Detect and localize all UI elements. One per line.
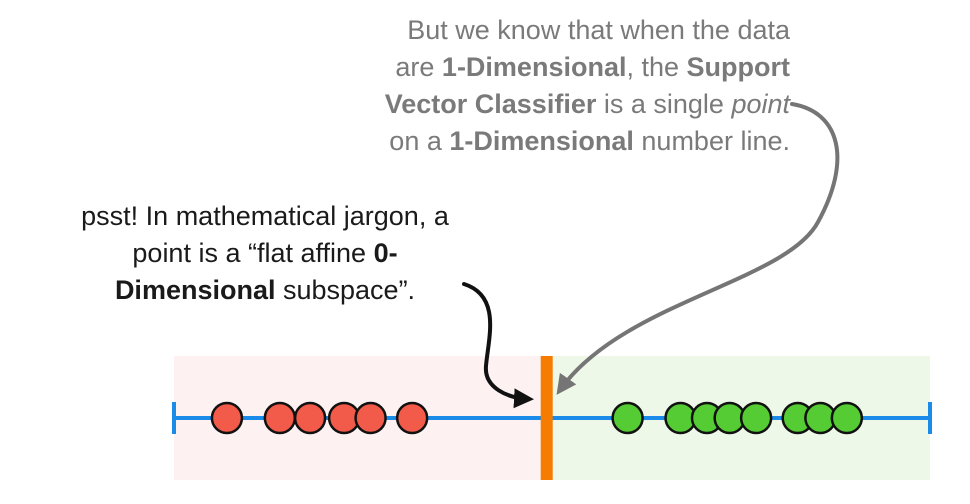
data-points [210, 401, 864, 435]
callout-line-2: are 1-Dimensional, the Support [395, 52, 790, 82]
jargon-line-2: point is a “flat affine 0- [132, 238, 398, 268]
grey-curved-arrow [556, 102, 840, 395]
callout-line-1: But we know that when the data [407, 15, 790, 45]
red-data-point [293, 401, 327, 435]
green-data-point [611, 401, 644, 435]
green-data-point [830, 401, 864, 435]
support-vector-classifier-point [540, 356, 553, 480]
red-data-point [263, 401, 297, 435]
callout-line-3: Vector Classifier is a single point [384, 89, 790, 119]
callout-line-4: on a 1-Dimensional number line. [389, 126, 790, 156]
black-curved-arrow [462, 282, 534, 409]
red-data-point [210, 401, 244, 435]
green-data-point [739, 401, 773, 435]
red-data-point [354, 401, 387, 435]
jargon-line-1: psst! In mathematical jargon, a [81, 201, 449, 231]
red-data-point [395, 401, 429, 435]
support-vector-classifier-callout: But we know that when the data are 1-Dim… [300, 12, 790, 160]
jargon-line-3: Dimensional subspace”. [114, 275, 416, 305]
math-jargon-callout: psst! In mathematical jargon, a point is… [30, 198, 500, 309]
